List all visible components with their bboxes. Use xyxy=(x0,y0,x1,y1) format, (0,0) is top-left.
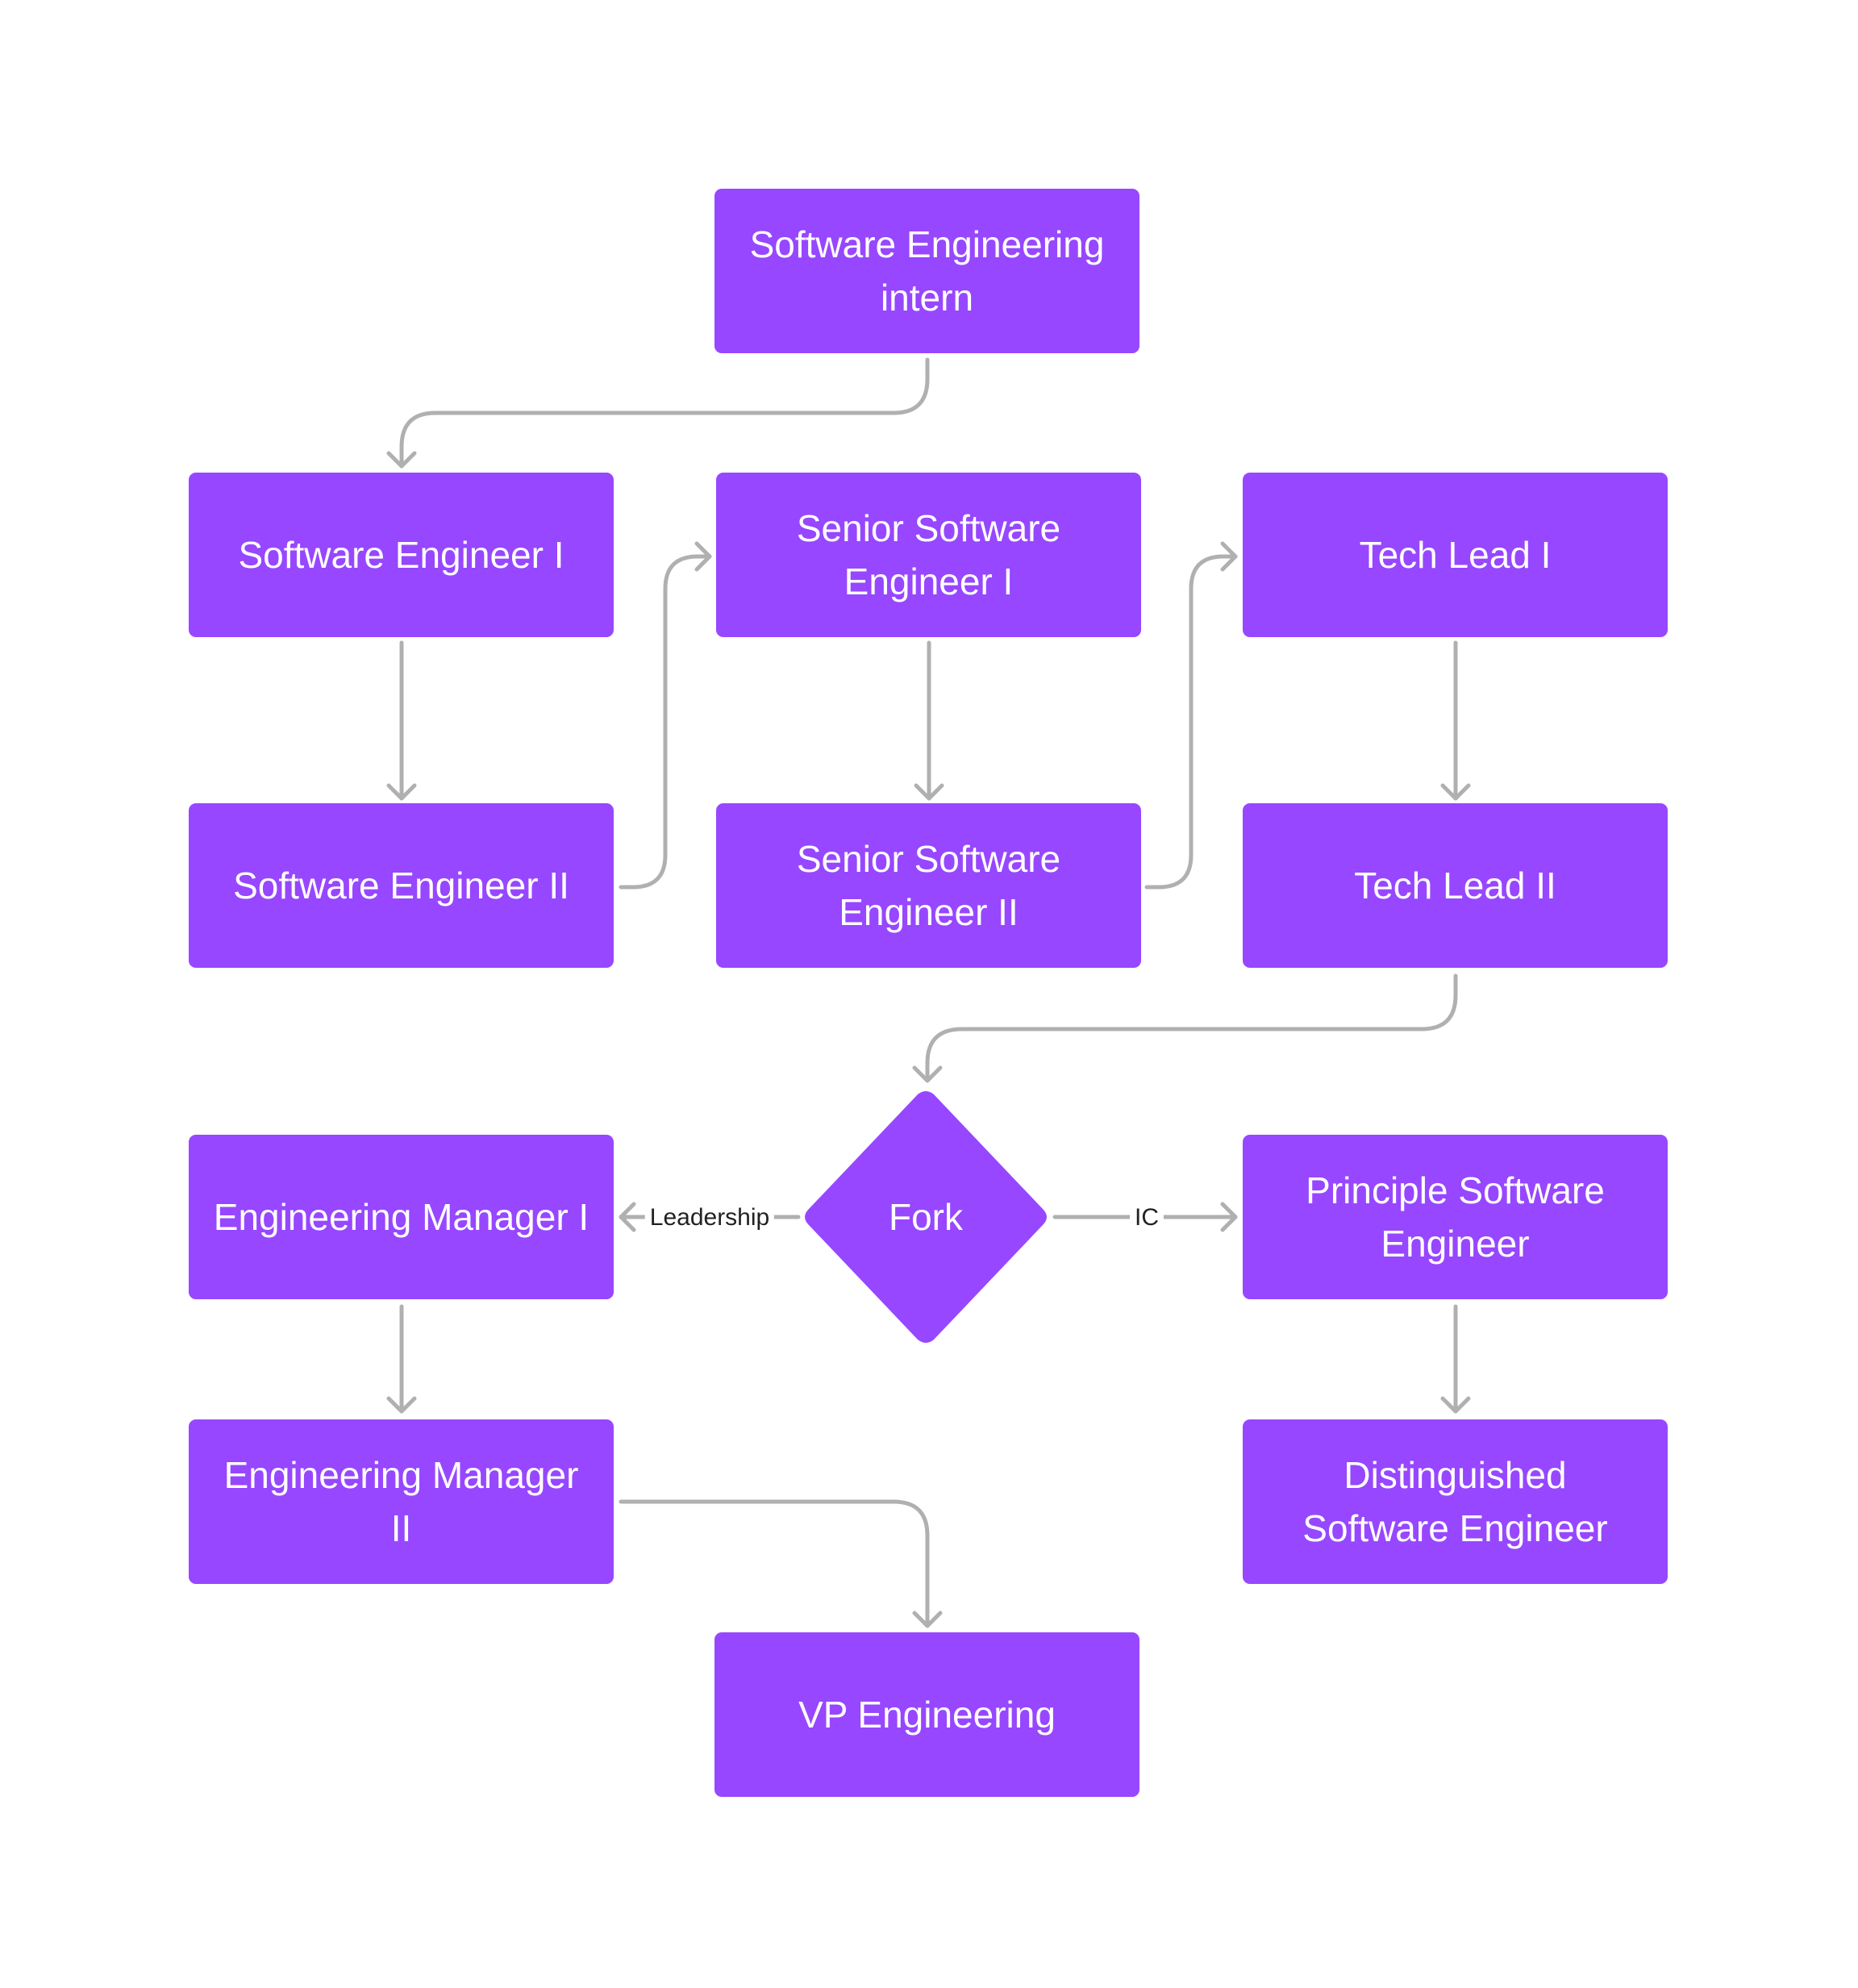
node-software-engineering-intern: Software Engineering intern xyxy=(714,189,1139,353)
arrowhead-fork xyxy=(912,1065,943,1083)
fork-label: Fork xyxy=(889,1196,963,1238)
arrowhead-sse1 xyxy=(694,541,712,572)
node-label: Senior Software Engineer I xyxy=(796,507,1061,602)
edge-label-ic: IC xyxy=(1130,1202,1164,1234)
arrowhead-em1 xyxy=(619,1202,636,1232)
node-senior-software-engineer-ii: Senior Software Engineer II xyxy=(716,803,1141,968)
node-software-engineer-ii: Software Engineer II xyxy=(189,803,614,968)
node-engineering-manager-ii: Engineering Manager II xyxy=(189,1419,614,1584)
node-label: Software Engineer II xyxy=(233,865,569,906)
node-tech-lead-ii: Tech Lead II xyxy=(1243,803,1668,968)
node-software-engineer-i: Software Engineer I xyxy=(189,473,614,637)
arrowhead-se1 xyxy=(386,451,417,469)
arrowhead-sse2 xyxy=(914,783,944,801)
node-vp-engineering: VP Engineering xyxy=(714,1632,1139,1797)
arrowhead-tl1 xyxy=(1220,541,1238,572)
edge-label-leadership: Leadership xyxy=(644,1202,775,1234)
node-engineering-manager-i: Engineering Manager I xyxy=(189,1135,614,1299)
edge-tl2-to-fork xyxy=(925,973,1458,1083)
node-fork-decision: Fork xyxy=(801,1088,1051,1346)
arrowhead-pse xyxy=(1220,1202,1238,1232)
arrowhead-se2 xyxy=(386,783,417,801)
node-senior-software-engineer-i: Senior Software Engineer I xyxy=(716,473,1141,637)
node-label: Senior Software Engineer II xyxy=(796,838,1061,933)
diamond-shape xyxy=(805,1091,1047,1343)
edge-se2-to-sse1 xyxy=(619,554,712,890)
node-label: Tech Lead II xyxy=(1354,865,1556,906)
node-label: Software Engineer I xyxy=(238,534,564,576)
arrowhead-dse xyxy=(1440,1396,1471,1414)
edge-intern-to-se1 xyxy=(399,357,930,469)
arrowhead-em2 xyxy=(386,1396,417,1414)
node-tech-lead-i: Tech Lead I xyxy=(1243,473,1668,637)
node-label: Engineering Manager II xyxy=(223,1454,579,1549)
node-label: Engineering Manager I xyxy=(213,1196,589,1238)
node-distinguished-software-engineer: Distinguished Software Engineer xyxy=(1243,1419,1668,1584)
node-label: Principle Software Engineer xyxy=(1306,1169,1605,1265)
node-label: Software Engineering intern xyxy=(749,223,1105,319)
arrowhead-vp xyxy=(912,1611,943,1628)
node-label: Distinguished Software Engineer xyxy=(1302,1454,1608,1549)
edge-em2-to-vp xyxy=(619,1499,930,1628)
edge-sse2-to-tl1 xyxy=(1144,554,1238,890)
node-label: Tech Lead I xyxy=(1359,534,1552,576)
node-label: VP Engineering xyxy=(798,1694,1056,1736)
arrowhead-tl2 xyxy=(1440,783,1471,801)
node-principle-software-engineer: Principle Software Engineer xyxy=(1243,1135,1668,1299)
